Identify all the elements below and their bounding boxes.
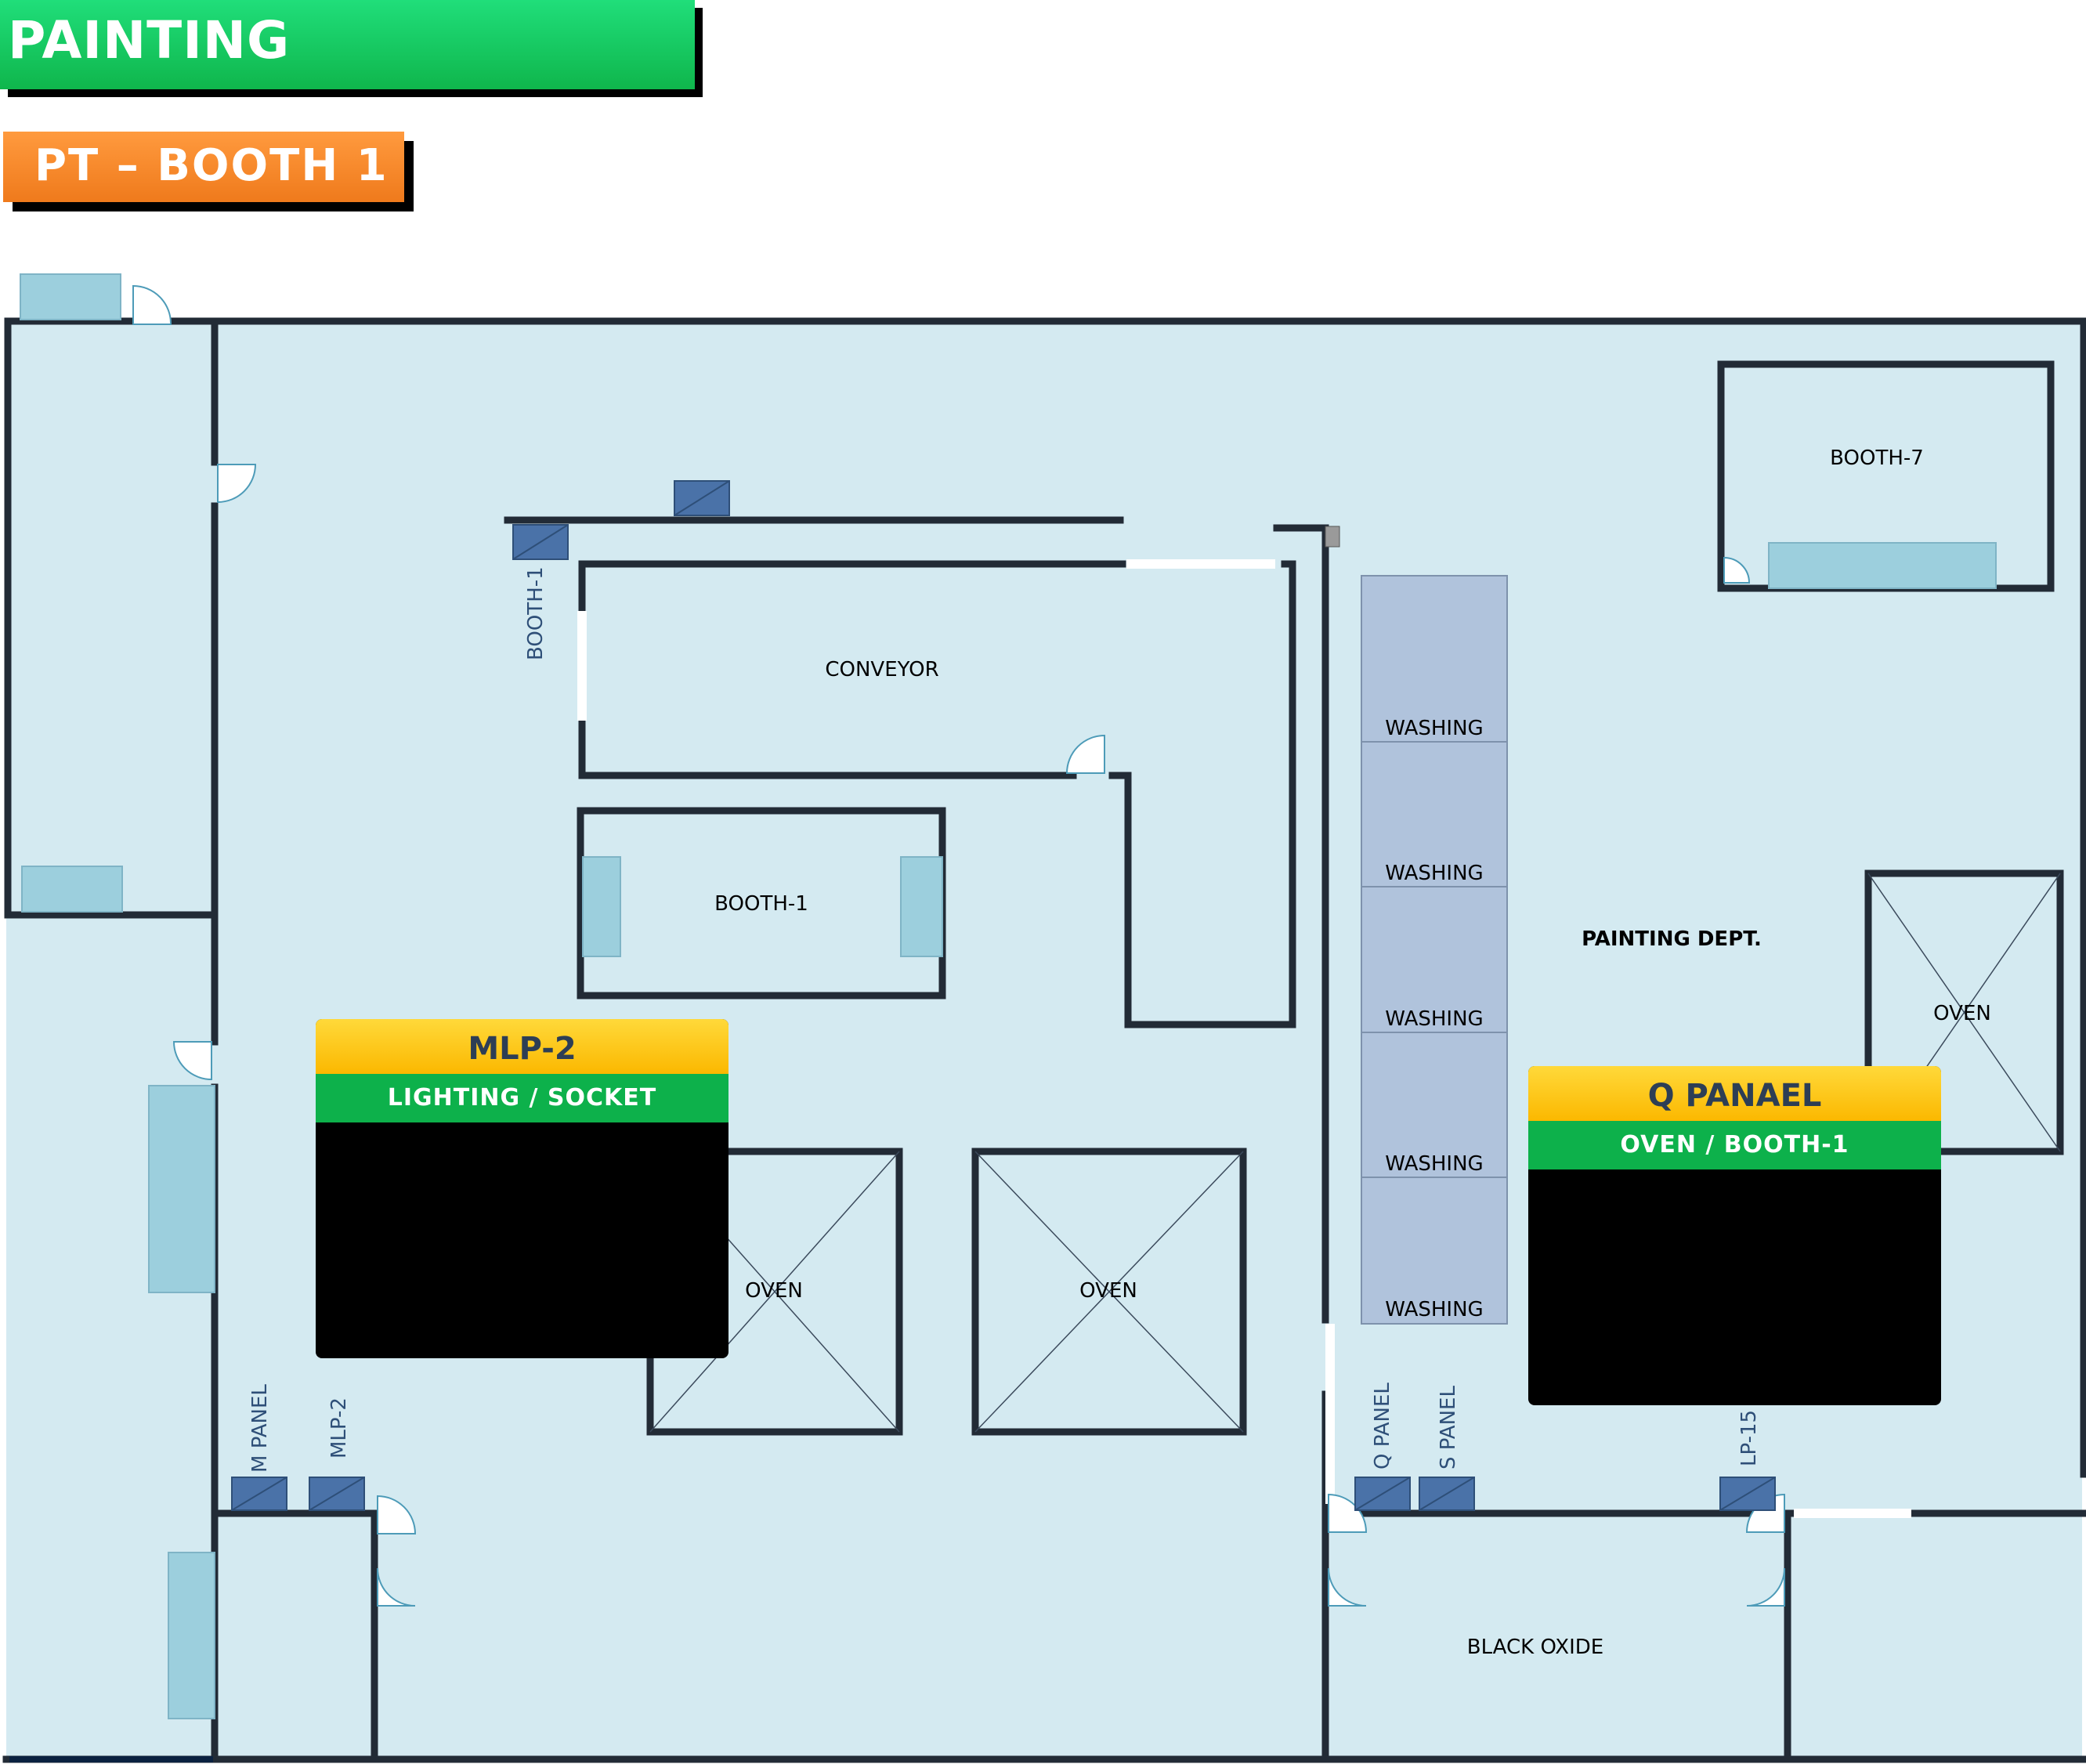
conveyor-label: CONVEYOR [825, 658, 938, 681]
painting-dept-label: PAINTING DEPT. [1582, 927, 1762, 951]
washing-label-4: WASHING [1385, 1152, 1483, 1176]
s-panel-label: S PANEL [1437, 1386, 1460, 1469]
qpanel-info-card: Q PANAEL OVEN / BOOTH-1 [1528, 1066, 1941, 1405]
q-panel-label: Q PANEL [1371, 1383, 1394, 1469]
washing-label-1: WASHING [1385, 717, 1483, 740]
m-panel-label: M PANEL [248, 1384, 272, 1473]
booth7-label: BOOTH-7 [1830, 446, 1924, 470]
page-subtitle: PT – BOOTH 1 [3, 132, 404, 202]
black-oxide-label: BLACK OXIDE [1467, 1636, 1603, 1659]
washing-label-5: WASHING [1385, 1298, 1483, 1321]
page-title: PAINTING DEPARTMENT [0, 0, 695, 152]
electrical-panels [231, 480, 1776, 1511]
walls [2, 317, 2086, 1763]
washing-line [1361, 575, 1508, 1325]
booth1-label: BOOTH-1 [714, 892, 808, 916]
booth1-panel-label: BOOTH-1 [524, 566, 548, 660]
qpanel-card-subtitle: OVEN / BOOTH-1 [1528, 1121, 1941, 1169]
mlp2-panel-label: MLP-2 [327, 1397, 351, 1459]
lp15-panel-label: LP-15 [1737, 1410, 1761, 1466]
windows [20, 273, 1997, 1719]
oven-right-label: OVEN [1933, 1002, 1991, 1025]
oven-center-label: OVEN [1079, 1279, 1137, 1303]
qpanel-card-title: Q PANAEL [1528, 1066, 1941, 1121]
oven-left-label: OVEN [745, 1279, 803, 1303]
washing-label-3: WASHING [1385, 1007, 1483, 1031]
mlp2-info-card: MLP-2 LIGHTING / SOCKET [316, 1019, 728, 1358]
washing-label-2: WASHING [1385, 862, 1483, 885]
mlp2-card-title: MLP-2 [316, 1019, 728, 1074]
mlp2-card-subtitle: LIGHTING / SOCKET [316, 1074, 728, 1122]
